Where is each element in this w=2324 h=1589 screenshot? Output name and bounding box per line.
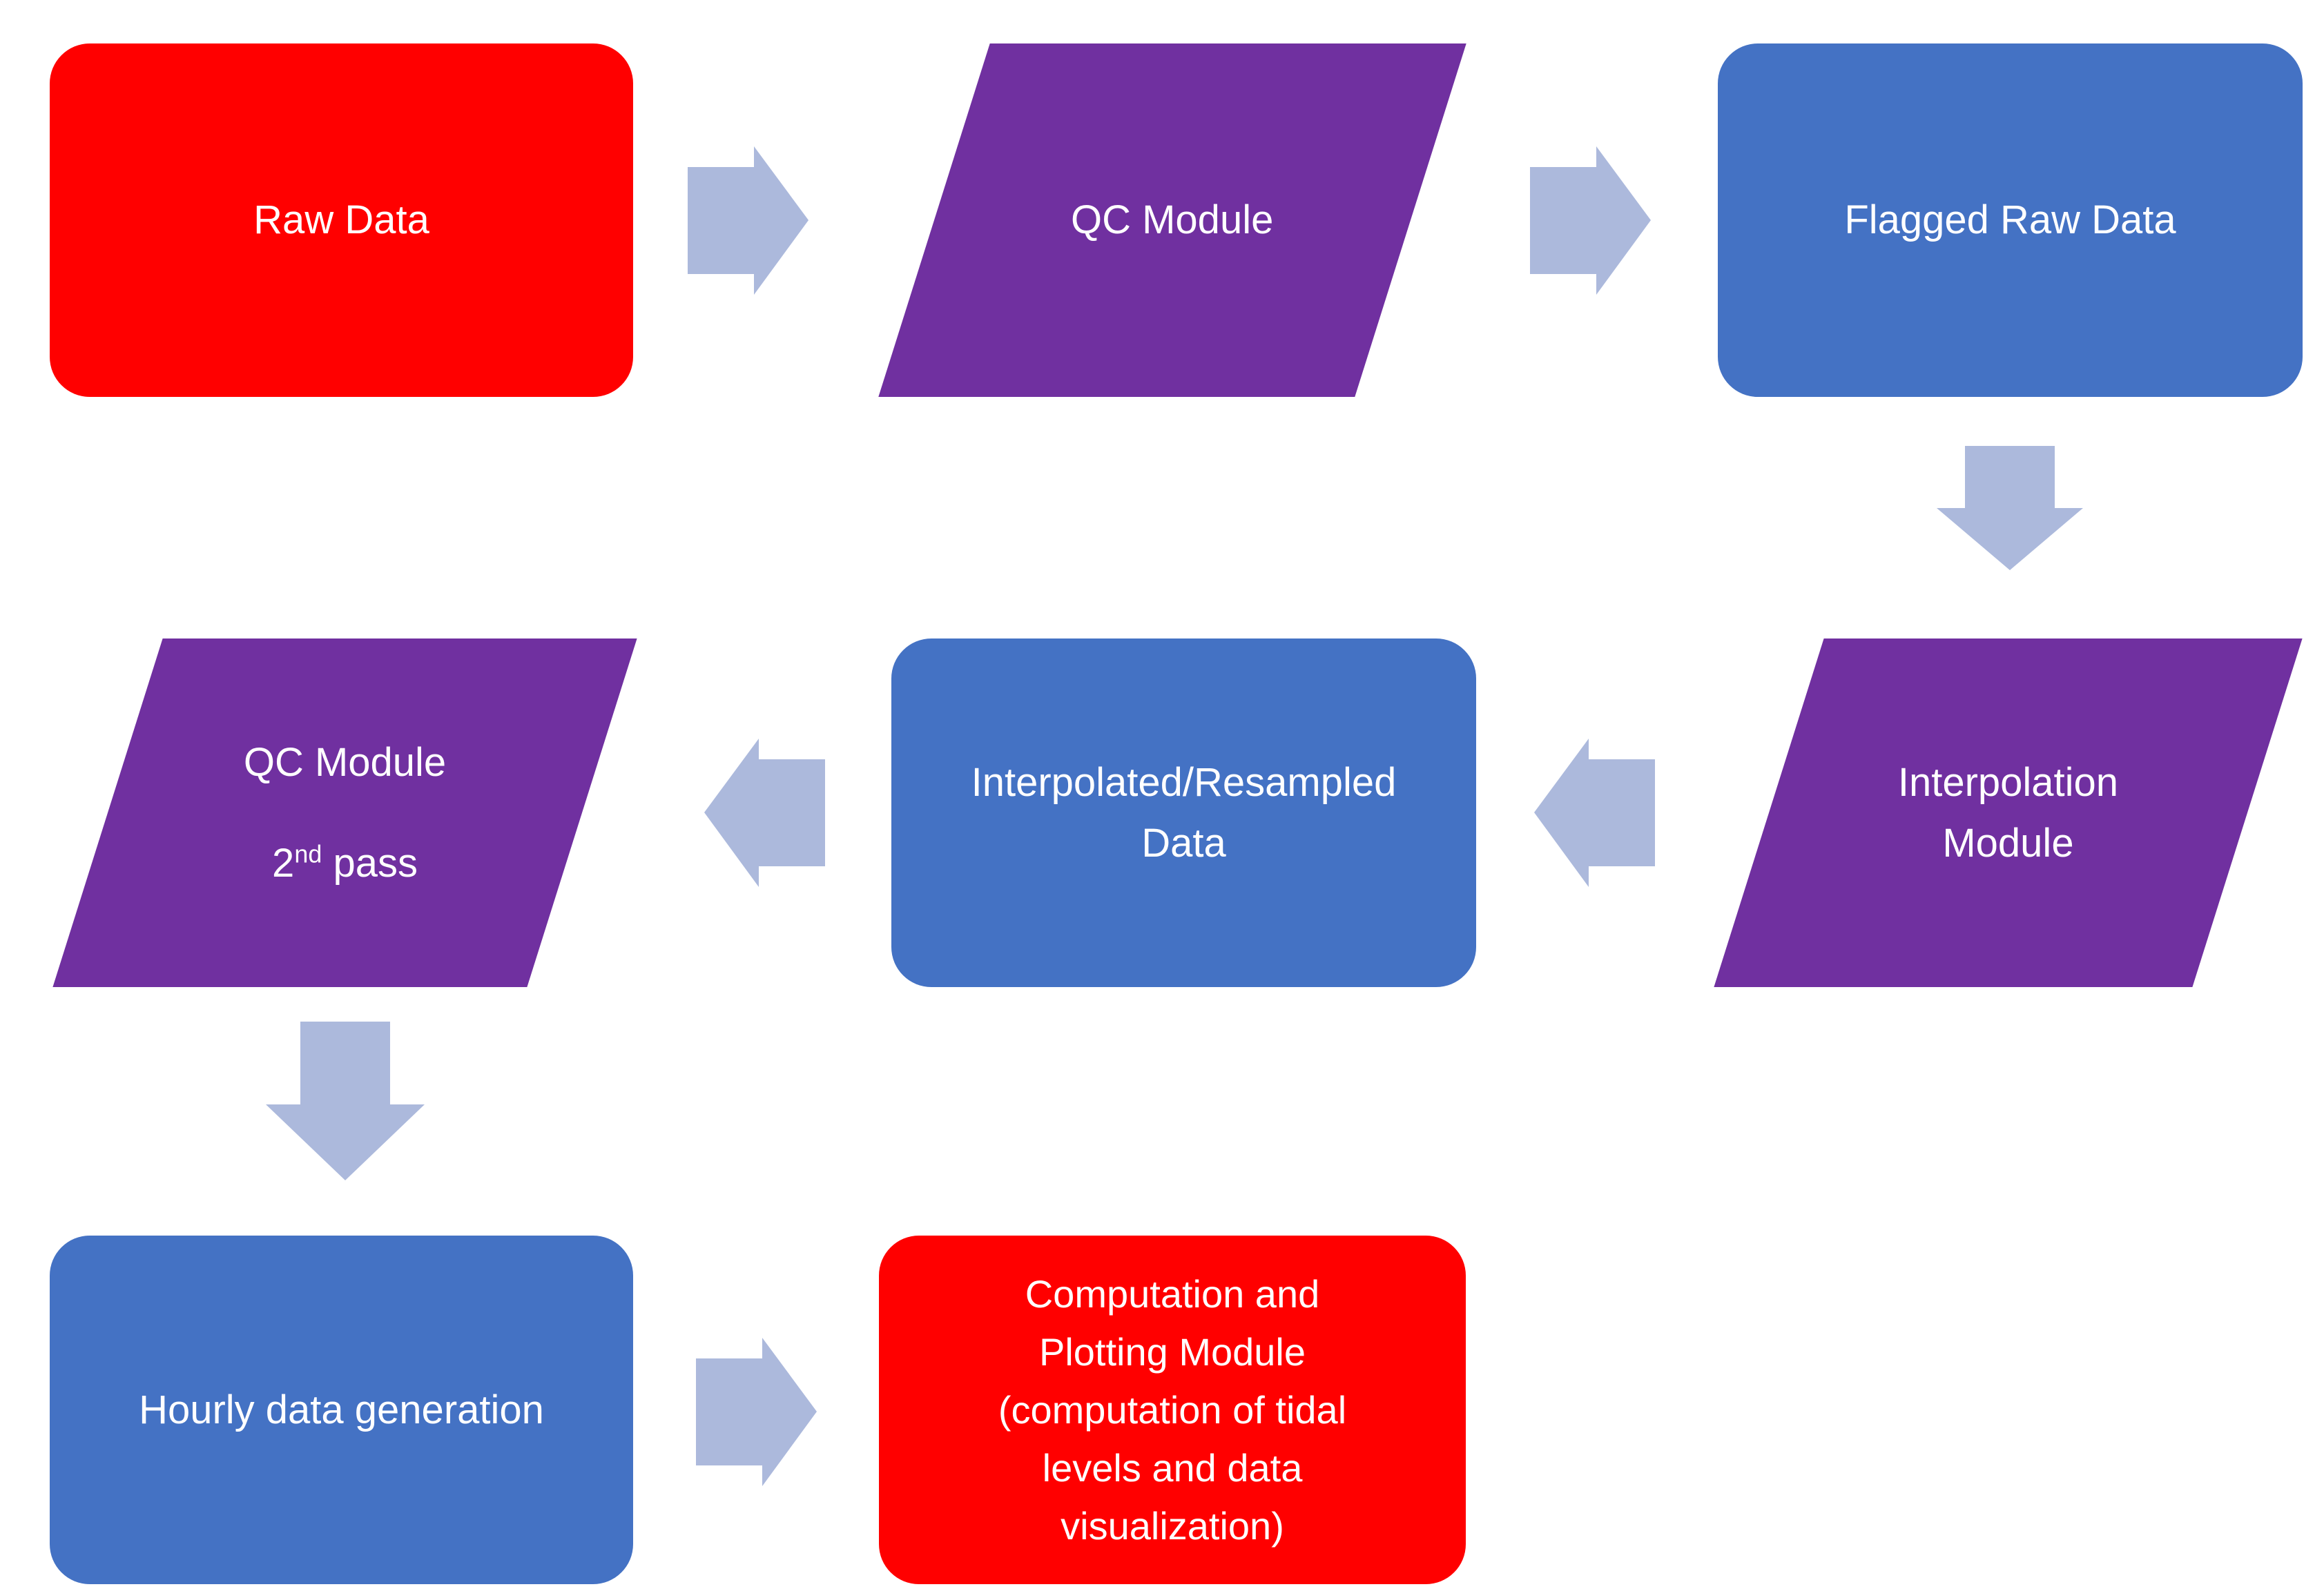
node-computation-plotting-module: Computation and Plotting Module (computa… — [879, 1236, 1466, 1584]
label-line: Hourly data generation — [139, 1387, 544, 1432]
node-qc-module-label: QC Module — [1071, 190, 1273, 251]
arrow-right-icon — [688, 146, 808, 295]
node-flagged-raw-data: Flagged Raw Data — [1718, 43, 2303, 397]
arrow-left-icon — [704, 739, 825, 887]
label-line: Data — [1141, 820, 1226, 866]
label-line: visualization) — [1061, 1503, 1284, 1548]
node-hourly-data-generation-label: Hourly data generation — [139, 1380, 544, 1441]
label-line: (computation of tidal — [998, 1387, 1347, 1432]
node-computation-plotting-module-label: Computation and Plotting Module (computa… — [998, 1265, 1346, 1555]
node-interpolated-resampled-data-label: Interpolated/Resampled Data — [971, 752, 1397, 874]
node-interpolation-module-label: Interpolation Module — [1898, 752, 2118, 874]
arrow-down-icon — [1937, 446, 2083, 570]
label-line: Interpolation — [1897, 759, 2119, 805]
node-qc-module: QC Module — [878, 43, 1466, 397]
node-raw-data: Raw Data — [50, 43, 633, 397]
arrow-left-icon — [1534, 739, 1655, 887]
label-line: Computation and — [1025, 1271, 1320, 1316]
label-line: Module — [1942, 820, 2074, 866]
superscript-text: nd — [294, 839, 322, 868]
arrow-right-icon — [696, 1338, 817, 1486]
arrow-right-icon — [1530, 146, 1651, 295]
label-line: Raw Data — [253, 197, 429, 242]
label-line: Flagged Raw Data — [1844, 197, 2176, 242]
arrow-down-icon — [266, 1022, 425, 1180]
node-raw-data-label: Raw Data — [253, 190, 429, 251]
label-line: Interpolated/Resampled — [971, 759, 1397, 805]
label-line: QC Module — [1071, 197, 1274, 242]
node-qc-module-2nd-pass: QC Module 2nd pass — [52, 638, 637, 987]
label-line: levels and data — [1042, 1445, 1303, 1490]
node-hourly-data-generation: Hourly data generation — [50, 1236, 633, 1584]
node-interpolated-resampled-data: Interpolated/Resampled Data — [891, 638, 1476, 987]
node-qc-module-2nd-pass-label: QC Module 2nd pass — [244, 732, 446, 894]
label-line: 2nd pass — [272, 839, 418, 886]
label-line: QC Module — [243, 739, 447, 785]
node-flagged-raw-data-label: Flagged Raw Data — [1844, 190, 2176, 251]
label-line: Plotting Module — [1038, 1329, 1306, 1374]
node-interpolation-module: Interpolation Module — [1714, 638, 2303, 987]
